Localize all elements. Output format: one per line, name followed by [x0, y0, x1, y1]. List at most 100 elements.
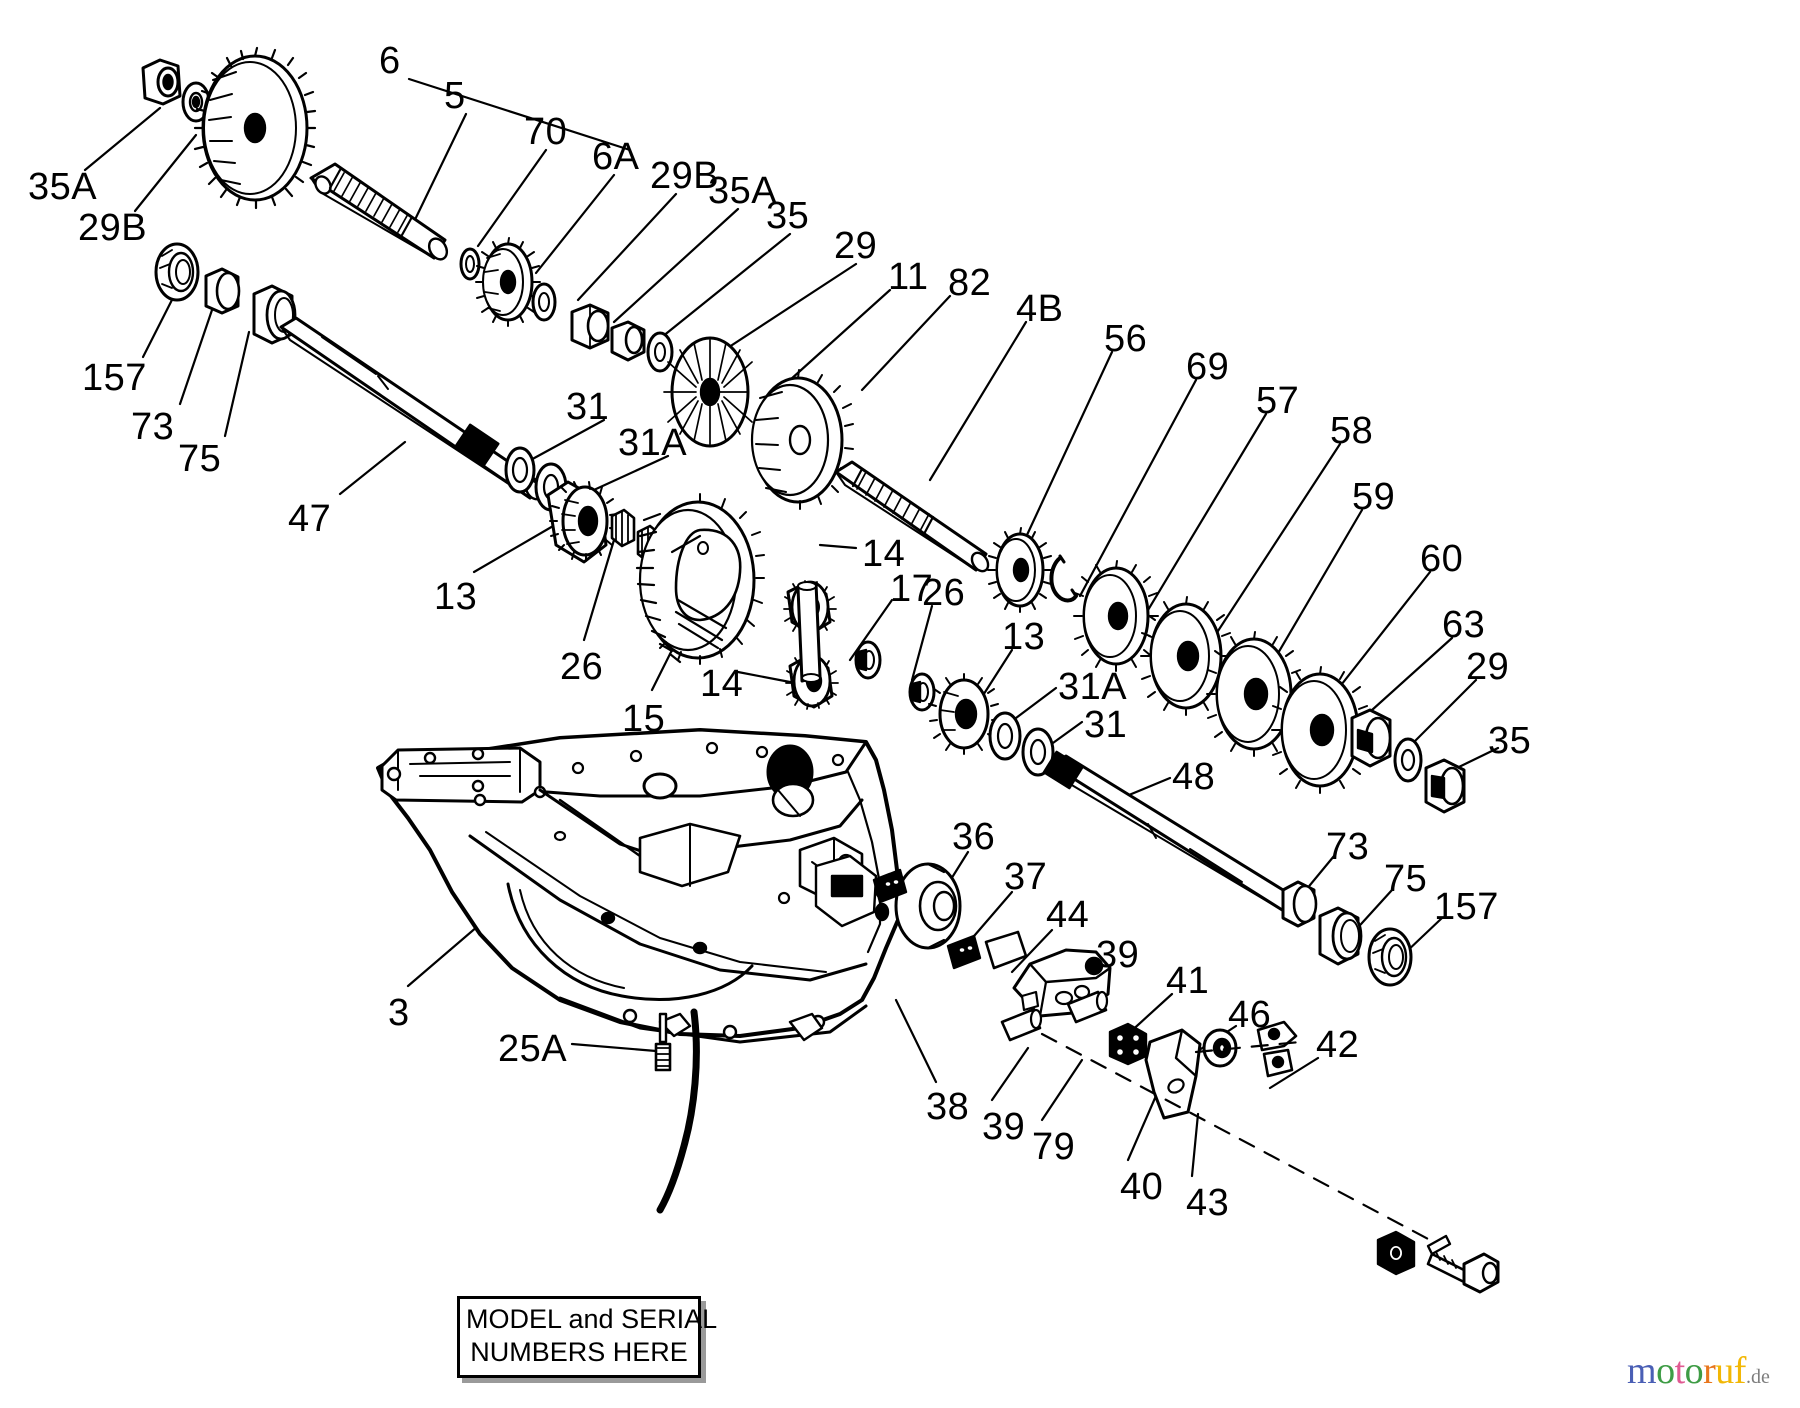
callout-label-35a: 35A [708, 170, 778, 212]
callout-label-63: 63 [1442, 604, 1486, 646]
callout-label-38: 38 [926, 1086, 970, 1128]
callout-label-11: 11 [888, 256, 929, 298]
callout-label-73: 73 [131, 406, 175, 448]
part-63-spacer [1350, 708, 1392, 768]
part-29b-washer-mid [531, 282, 557, 322]
part-82-bevel-ring-gear [750, 369, 854, 510]
callout-label-157: 157 [82, 357, 147, 399]
watermark-letter-0: m [1627, 1350, 1657, 1392]
leader-line-26 [910, 604, 934, 682]
leader-line-14 [818, 543, 858, 550]
callout-label-60: 60 [1420, 538, 1464, 580]
leader-line-35a [612, 207, 740, 324]
leader-line-47 [338, 440, 407, 496]
part-38-brake-pad-a [872, 868, 908, 904]
callout-label-17: 17 [890, 568, 934, 610]
part-38-brake-pad-b [946, 934, 982, 970]
callout-label-14: 14 [862, 533, 906, 575]
part-157-bearing-left [154, 242, 200, 302]
callout-label-4b: 4B [1016, 288, 1064, 330]
callout-label-42: 42 [1316, 1024, 1360, 1066]
leader-line-82 [860, 294, 952, 392]
watermark-letter-6: f [1733, 1350, 1747, 1392]
callout-label-36: 36 [952, 816, 996, 858]
part-35a-nut-left [141, 58, 182, 106]
part-5-input-shaft [309, 162, 449, 261]
callout-label-48: 48 [1172, 756, 1216, 798]
watermark-letter-1: o [1656, 1350, 1675, 1392]
part-58-gear [1140, 596, 1232, 716]
part-26-washer-b [908, 672, 936, 712]
part-44-pin-b [1066, 990, 1109, 1024]
part-57-gear [1073, 560, 1159, 672]
callout-label-47: 47 [288, 498, 332, 540]
serial-plate-line-2: NUMBERS HERE [470, 1336, 688, 1367]
leader-line-25a [570, 1042, 670, 1054]
part-69-retaining-ring [1049, 554, 1078, 603]
leader-line-75 [223, 330, 251, 438]
callout-label-6a: 6A [592, 136, 640, 178]
callout-label-29: 29 [1466, 646, 1510, 688]
part-6a-gear [475, 237, 541, 327]
callout-label-31: 31 [1084, 704, 1128, 746]
callout-label-14: 14 [700, 663, 744, 705]
leader-line-79 [1040, 1058, 1084, 1122]
leader-line-5 [408, 112, 468, 232]
leader-line-73 [178, 308, 214, 406]
callout-label-56: 56 [1104, 318, 1148, 360]
callout-label-31: 31 [566, 386, 610, 428]
callout-label-39: 39 [982, 1106, 1026, 1148]
part-59-gear [1206, 631, 1302, 757]
leader-line-14 [736, 670, 792, 684]
part-48-axle-shaft [1042, 750, 1301, 916]
part-35a-nut-mid [570, 303, 610, 350]
callout-label-59: 59 [1352, 476, 1396, 518]
leader-line-13 [472, 520, 562, 574]
callout-label-69: 69 [1186, 346, 1230, 388]
callout-label-6: 6 [379, 40, 401, 82]
watermark-letter-3: o [1684, 1350, 1704, 1392]
part-41-brake-lever [1144, 1028, 1202, 1120]
part-3-transaxle-housing [376, 728, 900, 1214]
leader-line-38 [894, 998, 938, 1084]
part-75-bearing-right [1318, 906, 1363, 966]
callout-label-5: 5 [444, 75, 466, 117]
callout-label-43: 43 [1186, 1182, 1230, 1224]
part-35-bushing-right [1424, 758, 1466, 814]
part-29-washer-right [1393, 737, 1423, 783]
callout-label-35: 35 [766, 195, 810, 237]
part-25a-screw [654, 1012, 672, 1072]
leader-line-4b [928, 320, 1028, 482]
callout-label-40: 40 [1120, 1166, 1164, 1208]
leader-line-29b [133, 133, 198, 213]
callout-label-46: 46 [1228, 994, 1272, 1036]
callout-label-25a: 25A [498, 1028, 568, 1070]
leader-line-70 [476, 148, 548, 248]
leader-line-56 [1018, 350, 1114, 552]
callout-label-26: 26 [560, 646, 604, 688]
part-73-spacer-left [204, 267, 241, 315]
watermark-letter-2: t [1674, 1350, 1686, 1392]
part-13-bevel-gear-left [546, 480, 618, 564]
part-60-gear [1271, 666, 1369, 794]
leader-line-26 [582, 538, 616, 642]
part-15-ring-gear [635, 493, 765, 665]
part-6-spur-gear [193, 46, 317, 210]
part-17-cross-pin [796, 581, 822, 683]
callout-label-73: 73 [1326, 826, 1370, 868]
leader-line-31a [1014, 686, 1058, 720]
leader-line-39 [990, 1046, 1030, 1102]
callout-label-29b: 29B [650, 155, 720, 197]
callout-label-79: 79 [1032, 1126, 1076, 1168]
callout-label-29b: 29B [78, 207, 148, 249]
callout-label-41: 41 [1166, 960, 1210, 1002]
callout-label-75: 75 [1384, 858, 1428, 900]
leader-line-43 [1190, 1112, 1200, 1178]
part-35-bushing [610, 320, 646, 362]
part-13-bevel-gear-right [928, 673, 1000, 755]
callout-label-15: 15 [622, 698, 666, 740]
part-38-backing-plate [984, 930, 1028, 970]
leader-line-69 [1078, 378, 1198, 598]
